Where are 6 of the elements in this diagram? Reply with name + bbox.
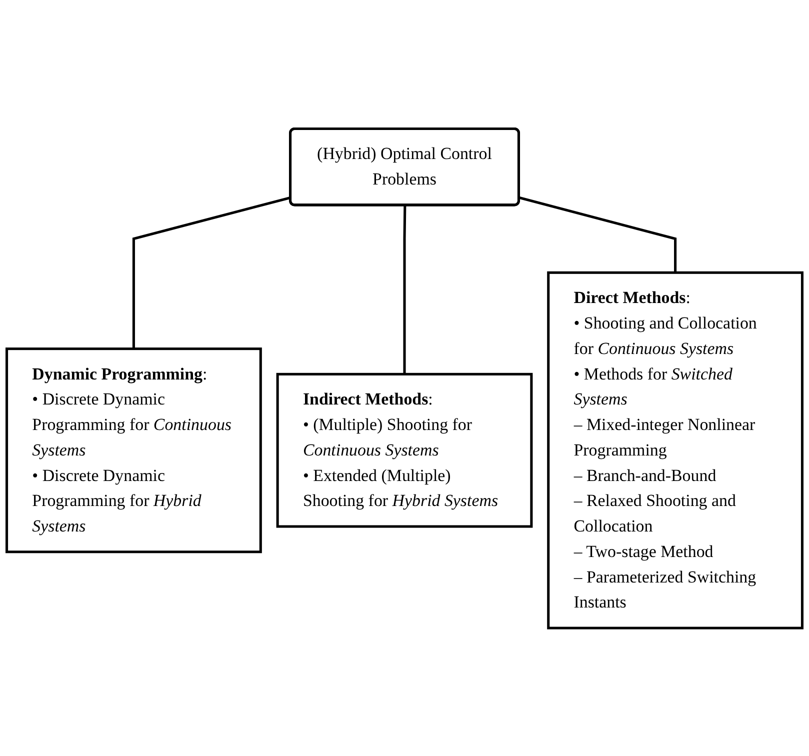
node-box: Indirect Methods: • (Multiple) Shooting for Continuous Systems • Extended (Multiple) Shooting for Hybrid Systems bbox=[276, 372, 533, 528]
node-box: Dynamic Programming: • Discrete Dynamic Programming for Continuous Systems • Discrete Dynamic Programming for Hybrid Systems bbox=[6, 347, 262, 553]
connector bbox=[132, 196, 291, 348]
node-box: Direct Methods: • Shooting and Collocation for Continuous Systems • Methods for Switched Systems – Mixed-integer Nonlinear Programming – Branch-and-Bound – Relaxed Shooting and Collocation – Two-stage Method – Parameterized Switching Instants bbox=[547, 270, 804, 629]
connector bbox=[403, 204, 406, 374]
connector bbox=[518, 196, 677, 272]
